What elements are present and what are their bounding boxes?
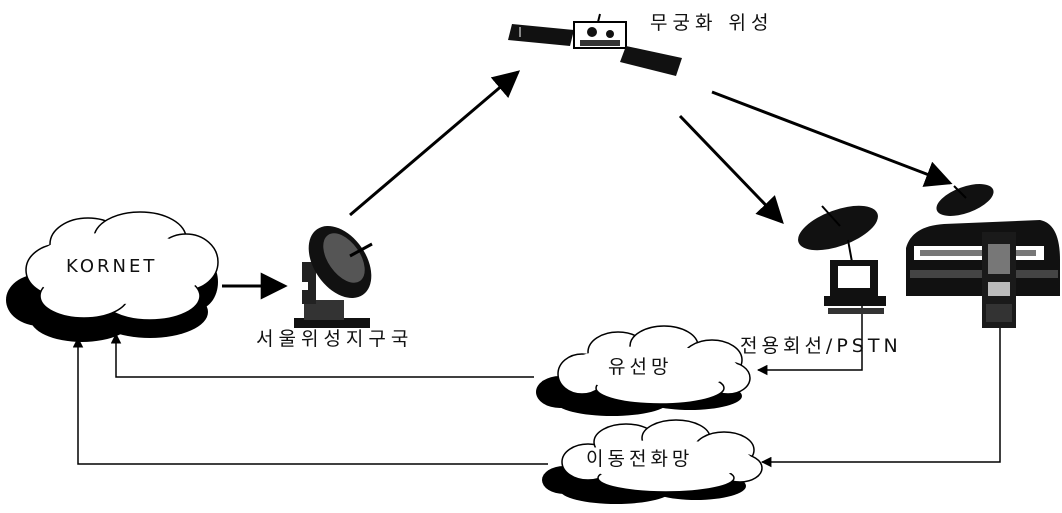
mobile-network-cloud [542,419,763,504]
dish-antenna-icon [294,225,373,328]
kornet-cloud [6,211,219,342]
leased-line-label: 전용회선/PSTN [740,335,902,357]
satellite-icon [508,13,682,76]
wired-network-label: 유선망 [608,356,673,378]
wired-to-kornet-line [110,332,534,378]
ground-station-label: 서울위성지구국 [256,328,414,350]
terminal-computer-icon [798,205,886,314]
mobile-to-kornet-line [72,336,548,465]
mobile-network-label: 이동전화망 [586,448,694,470]
satellite-label: 무궁화 위성 [650,12,774,34]
kornet-label: KORNET [66,256,158,277]
train-to-mobile-line [760,320,1001,468]
uplink-arrow [349,70,521,217]
terminal-to-wired-line [756,298,863,376]
train-icon [906,184,1060,328]
downlink-train-arrow [711,90,953,187]
downlink-terminal-arrow [678,114,784,224]
wired-network-cloud [536,325,751,416]
